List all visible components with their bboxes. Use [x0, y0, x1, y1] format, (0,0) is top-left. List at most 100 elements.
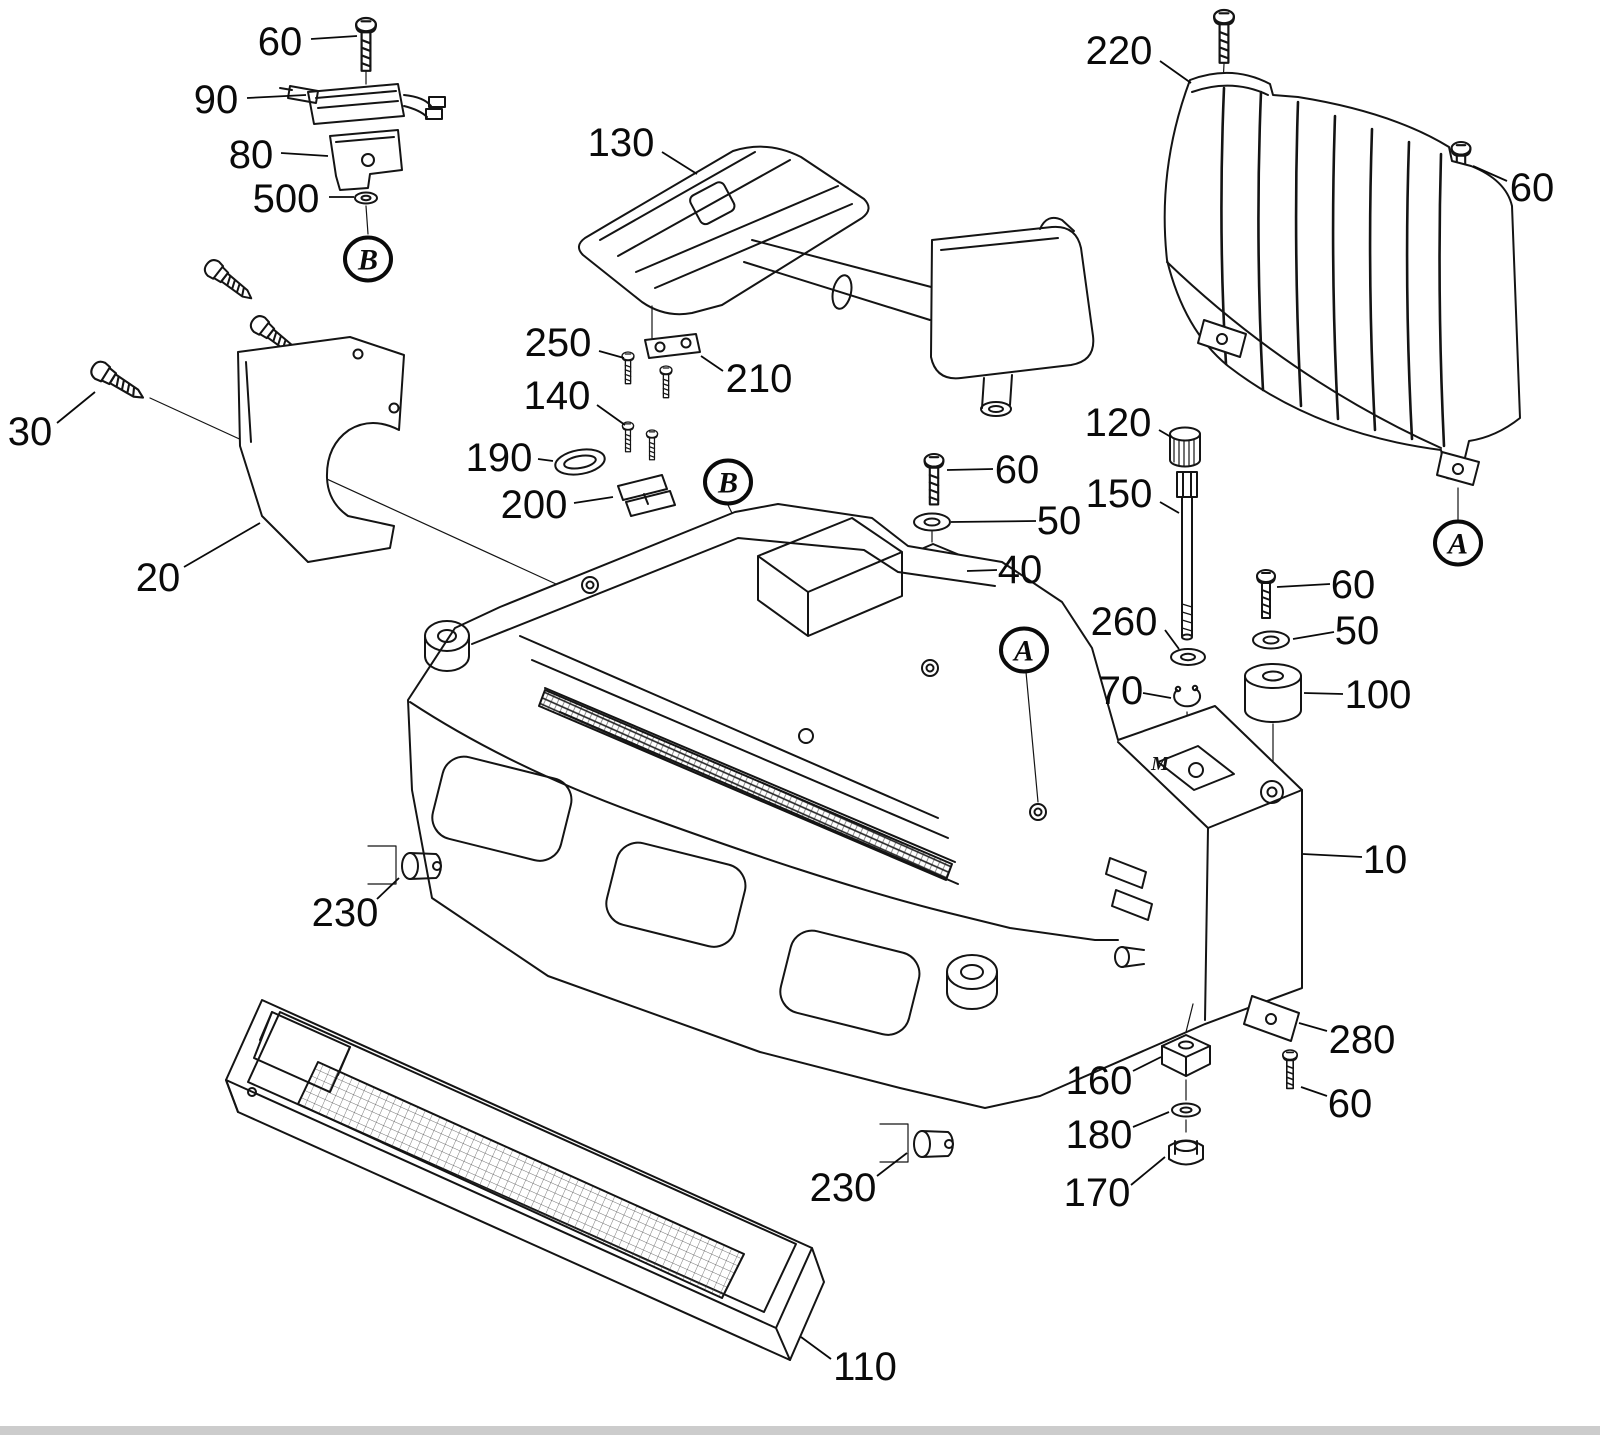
- part-callout-110: 110: [833, 1345, 897, 1389]
- leader-line-180: [1132, 1111, 1170, 1128]
- plate-280: [1243, 995, 1300, 1042]
- foot-stack-alignment-lines: [1185, 1003, 1194, 1133]
- part-callout-50: 50: [1037, 499, 1082, 543]
- part-callout-80: 80: [229, 133, 274, 177]
- screw-60-switch: [355, 16, 377, 72]
- washer-180: [1171, 1102, 1201, 1118]
- molded-letter-M: M: [1150, 753, 1170, 775]
- screw-30-alignment-line: [149, 397, 557, 585]
- svg-text:B: B: [357, 244, 378, 277]
- bearing-100: [1244, 663, 1302, 723]
- part-callout-190: 190: [466, 436, 533, 480]
- washer-260: [1170, 648, 1206, 666]
- detail-marker-A: A: [1433, 519, 1483, 567]
- leader-line-60: [1276, 583, 1331, 588]
- leader-line-60: [1472, 165, 1508, 182]
- detail-marker-B: B: [343, 235, 393, 283]
- screw-140-a: [621, 421, 635, 453]
- part-callout-230: 230: [810, 1166, 877, 1210]
- leader-line-60: [1300, 1086, 1328, 1097]
- leader-line-120: [1158, 429, 1172, 438]
- part-callout-40: 40: [998, 548, 1043, 592]
- leader-line-220: [1159, 60, 1192, 84]
- part-callout-180: 180: [1066, 1113, 1133, 1157]
- screw-250-a: [621, 351, 635, 385]
- part-callout-70: 70: [1099, 669, 1144, 713]
- part-callout-60: 60: [995, 448, 1040, 492]
- leader-line-80: [280, 152, 329, 157]
- part-callout-120: 120: [1085, 401, 1152, 445]
- part-callout-60: 60: [1331, 563, 1376, 607]
- leader-line-20: [183, 522, 261, 568]
- leader-line-90: [246, 94, 307, 99]
- clip-200: [617, 474, 676, 517]
- leader-line-260: [1164, 629, 1180, 650]
- part-callout-500: 500: [253, 177, 320, 221]
- leader-line-10: [1302, 853, 1363, 858]
- leader-line-210: [700, 355, 724, 372]
- rubber-foot-230-bottom: [879, 1123, 954, 1163]
- part-callout-60: 60: [258, 20, 303, 64]
- detail-marker-A: A: [999, 626, 1049, 674]
- leader-line-190: [537, 458, 554, 462]
- screw-140-b: [645, 429, 659, 461]
- bottom-edge-bar: [0, 1426, 1600, 1435]
- screw-250-b: [659, 365, 673, 399]
- screw-30: [87, 357, 150, 407]
- leader-line-160: [1132, 1056, 1162, 1072]
- foot-pad-160: [1161, 1034, 1211, 1077]
- leader-line-150: [1159, 501, 1180, 514]
- logo-plate: [689, 181, 736, 226]
- part-callout-60: 60: [1328, 1082, 1373, 1126]
- knurled-screw-120: [1169, 426, 1201, 468]
- switch-alignment-lines: [365, 71, 369, 235]
- svg-text:B: B: [717, 467, 738, 500]
- part-callout-200: 200: [501, 483, 568, 527]
- washer-500: [354, 191, 378, 205]
- part-callout-210: 210: [726, 357, 793, 401]
- part-callout-260: 260: [1091, 600, 1158, 644]
- part-callout-130: 130: [588, 121, 655, 165]
- leader-line-50: [1292, 631, 1335, 640]
- tapping-screw-a: [200, 255, 258, 307]
- leader-line-50: [950, 520, 1037, 523]
- part-callout-50: 50: [1335, 609, 1380, 653]
- part-callout-160: 160: [1066, 1059, 1133, 1103]
- washer-50-center: [913, 512, 951, 532]
- screw-60-right: [1256, 569, 1276, 619]
- leader-line-30: [56, 391, 96, 424]
- part-callout-140: 140: [524, 374, 591, 418]
- leader-line-250: [598, 350, 625, 359]
- leader-line-60: [310, 35, 358, 40]
- leader-line-170: [1130, 1156, 1166, 1186]
- screw-60-center: [923, 452, 945, 506]
- leader-line-60: [946, 468, 994, 471]
- rubber-foot-230-left: [367, 845, 442, 885]
- leader-line-230: [876, 1152, 908, 1177]
- part-callout-10: 10: [1363, 838, 1408, 882]
- leader-line-70: [1142, 692, 1172, 699]
- leader-line-100: [1303, 692, 1344, 695]
- marker-a-alignment-line: [1025, 671, 1039, 803]
- leader-line-230: [376, 877, 400, 900]
- leader-line-130: [661, 151, 698, 175]
- leader-line-110: [800, 1336, 832, 1360]
- leader-line-140: [596, 404, 626, 426]
- bracket-210: [644, 333, 701, 359]
- part-callout-60: 60: [1510, 166, 1555, 210]
- leader-line-280: [1298, 1022, 1328, 1032]
- water-tray-110: [225, 999, 825, 1361]
- rip-fence-220: [1163, 71, 1521, 521]
- part-callout-150: 150: [1086, 472, 1153, 516]
- svg-text:A: A: [1012, 635, 1034, 668]
- part-callout-100: 100: [1345, 673, 1412, 717]
- part-callout-220: 220: [1086, 29, 1153, 73]
- part-callout-250: 250: [525, 321, 592, 365]
- main-housing-10: [407, 503, 1303, 1109]
- slot-cover-190: [554, 448, 606, 476]
- leader-line-40: [966, 569, 998, 572]
- part-callout-280: 280: [1329, 1018, 1396, 1062]
- washer-50-right: [1252, 630, 1290, 650]
